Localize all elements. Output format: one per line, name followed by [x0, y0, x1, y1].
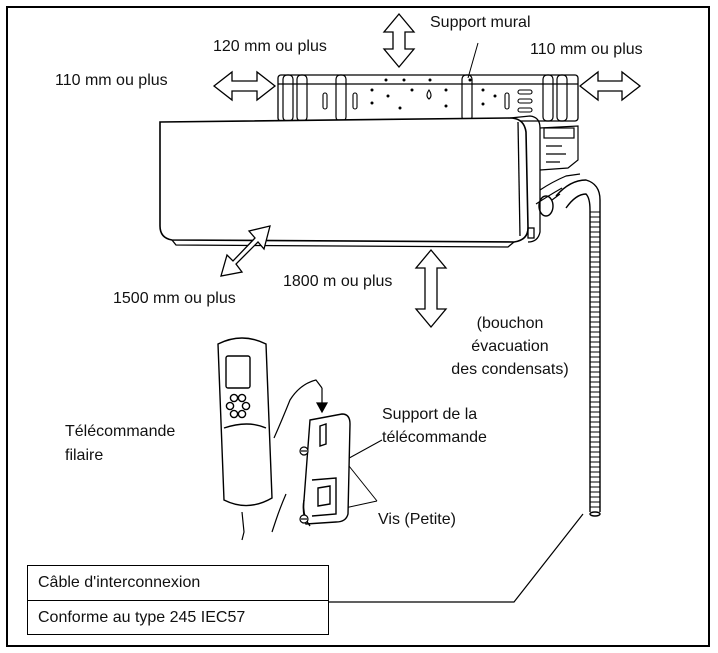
cable-leader [329, 513, 584, 603]
clearance-top-label: 120 mm ou plus [213, 38, 327, 55]
arrow-front [220, 225, 271, 277]
screw-leader-1 [344, 460, 378, 502]
remote-label-line2: filaire [65, 447, 104, 464]
bracket-holes [370, 78, 497, 110]
clearance-front-label: 1500 mm ou plus [113, 290, 236, 307]
drain-plug-line2: évacuation [471, 338, 549, 355]
remote-label: Télécommande filaire [65, 420, 175, 468]
remote-button [237, 409, 247, 419]
clearance-right-label: 110 mm ou plus [530, 41, 643, 58]
remote-button [229, 409, 239, 419]
support-mural-label: Support mural [430, 14, 531, 31]
arrow-top [382, 12, 416, 69]
screw-icon [299, 446, 309, 524]
remote-button [229, 393, 239, 403]
arrow-bottom [414, 248, 448, 329]
cable-spec-row-2: Conforme au type 245 IEC57 [28, 600, 328, 635]
remote-holder-label: Support de la télécommande [382, 403, 487, 449]
arrow-right [578, 70, 642, 102]
remote-button [237, 393, 247, 403]
remote-button [225, 401, 235, 411]
remote-holder-line1: Support de la [382, 406, 478, 423]
remote-label-line1: Télécommande [65, 423, 176, 440]
clearance-bottom-label: 1800 m ou plus [283, 273, 393, 290]
diagram-frame [6, 6, 710, 647]
remote-button [241, 401, 251, 411]
wall-bracket [277, 74, 579, 122]
bracket-slots [322, 89, 533, 113]
cable-spec-row-1: Câble d'interconnexion [38, 574, 201, 591]
bracket-hooks [282, 74, 568, 122]
side-piping [535, 125, 581, 217]
drain-plug-label: (bouchon évacuation des condensats) [440, 312, 580, 381]
arrow-left [212, 70, 277, 102]
wired-remote [217, 337, 273, 541]
remote-holder [302, 413, 351, 527]
screws-label: Vis (Petite) [378, 511, 456, 528]
remote-holder-line2: télécommande [382, 429, 487, 446]
drain-hose [555, 179, 601, 517]
cable-spec-table: Câble d'interconnexion Conforme au type … [27, 565, 329, 635]
drain-plug-line1: (bouchon [476, 315, 544, 332]
clearance-left-label: 110 mm ou plus [55, 72, 168, 89]
indoor-unit [159, 115, 541, 248]
support-leader [467, 42, 479, 79]
remote-cable [271, 379, 329, 533]
drain-plug-line3: des condensats) [451, 361, 569, 378]
